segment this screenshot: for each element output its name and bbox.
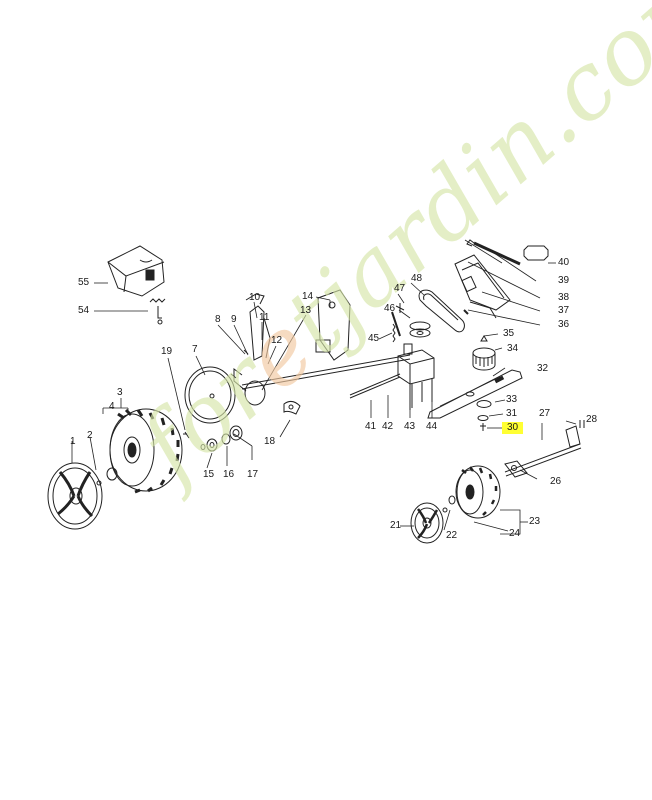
- callout-37: 37: [558, 305, 570, 316]
- leader-lines: [71, 239, 577, 535]
- callout-48: 48: [411, 273, 423, 284]
- callout-3: 3: [117, 387, 123, 398]
- rear-disc: [184, 366, 236, 424]
- callout-44: 44: [426, 421, 438, 432]
- callout-17: 17: [247, 469, 259, 480]
- cable-bracket: [243, 293, 271, 361]
- link-bracket: [283, 400, 301, 415]
- callout-39: 39: [558, 275, 570, 286]
- blade-washer: [476, 400, 492, 408]
- bearing-parts: [200, 425, 243, 452]
- callout-30-highlighted: 30: [502, 422, 524, 434]
- callout-14: 14: [302, 291, 314, 302]
- callout-26: 26: [550, 476, 562, 487]
- front-axle: [504, 420, 585, 478]
- rear-wheel-hubcap: [47, 462, 103, 530]
- callout-24: 24: [509, 528, 521, 539]
- callout-15: 15: [203, 469, 215, 480]
- callout-34: 34: [507, 343, 519, 354]
- front-wheel-tyre: [448, 465, 501, 519]
- callout-23: 23: [529, 516, 541, 527]
- callout-55: 55: [78, 277, 90, 288]
- callout-27: 27: [539, 408, 551, 419]
- bag-spring: [149, 298, 166, 325]
- callout-12: 12: [271, 335, 283, 346]
- blade-bolt: [480, 423, 486, 431]
- grass-bag: [107, 245, 165, 297]
- pulley-cover: [454, 254, 511, 319]
- key-pin: [480, 335, 488, 342]
- callout-11: 11: [259, 312, 270, 323]
- rear-wheel-tyre: [106, 408, 183, 494]
- front-wheel-hubcap: [410, 502, 448, 544]
- callout-19: 19: [161, 346, 173, 357]
- callout-40: 40: [558, 257, 570, 268]
- control-lever: [466, 239, 521, 266]
- callout-41: 41: [365, 421, 377, 432]
- callout-47: 47: [394, 283, 406, 294]
- callout-21: 21: [390, 520, 402, 531]
- callout-28: 28: [586, 414, 598, 425]
- drive-belt: [418, 289, 465, 333]
- callout-42: 42: [382, 421, 394, 432]
- callout-45: 45: [368, 333, 380, 344]
- bracket: [523, 245, 549, 261]
- callout-22: 22: [446, 530, 458, 541]
- gearbox: [349, 303, 435, 410]
- callout-8: 8: [215, 314, 221, 325]
- callout-38: 38: [558, 292, 570, 303]
- callout-32: 32: [537, 363, 549, 374]
- drive-shaft-assembly: [230, 289, 411, 406]
- callout-4: 4: [109, 401, 115, 412]
- callout-2: 2: [87, 430, 93, 441]
- callout-54: 54: [78, 305, 90, 316]
- callout-1: 1: [70, 436, 76, 447]
- blade-adapter: [477, 415, 489, 421]
- callout-46: 46: [384, 303, 396, 314]
- callout-18: 18: [264, 436, 276, 447]
- callout-7: 7: [192, 344, 198, 355]
- spring: [392, 323, 396, 343]
- callout-9: 9: [231, 314, 237, 325]
- callout-10: 10: [249, 292, 261, 303]
- callout-13: 13: [300, 305, 312, 316]
- callout-43: 43: [404, 421, 416, 432]
- callout-35: 35: [503, 328, 515, 339]
- blade: [427, 369, 523, 419]
- callout-16: 16: [223, 469, 235, 480]
- blade-hub: [472, 347, 496, 371]
- callout-36: 36: [558, 319, 570, 330]
- screw: [183, 431, 190, 439]
- callout-33: 33: [506, 394, 518, 405]
- callout-31: 31: [506, 408, 518, 419]
